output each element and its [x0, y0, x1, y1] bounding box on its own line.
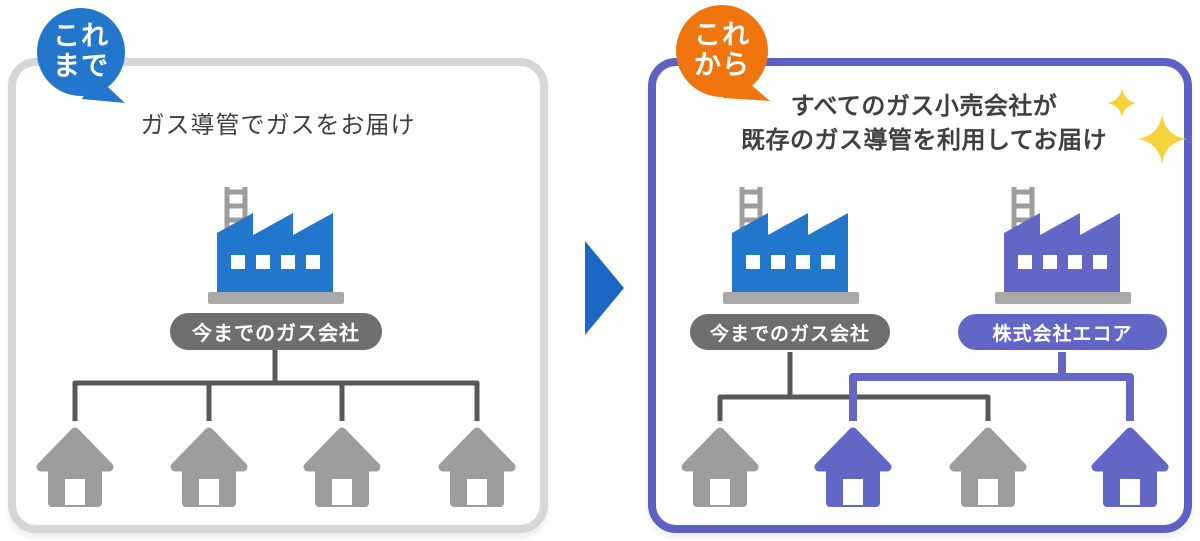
- factory-body: [217, 213, 333, 292]
- company-pill-existing: 今までのガス会社: [690, 314, 890, 350]
- factory-windows: [1018, 255, 1107, 269]
- company-pill-before: 今までのガス会社: [170, 313, 382, 350]
- house-icon: [438, 427, 516, 507]
- ladder-icon: [224, 187, 248, 237]
- factory-icon-before: [208, 187, 344, 304]
- house-icon: [36, 427, 114, 507]
- badge-before: これ まで: [37, 8, 125, 96]
- factory-icon-existing: [723, 187, 859, 304]
- house-icon: [949, 427, 1027, 507]
- house-icon: [303, 427, 381, 507]
- panel-after-title-line1: すべてのガス小売会社が: [790, 93, 1058, 120]
- panel-before-title: ガス導管でガスをお届け: [140, 112, 416, 139]
- factory-icon-ecoa: [995, 187, 1131, 304]
- house-icon: [814, 427, 892, 507]
- house-icon: [1091, 427, 1169, 507]
- factory-body: [1004, 213, 1120, 292]
- company-pill-ecoa: 株式会社エコア: [958, 314, 1167, 350]
- transition-arrow-icon: [585, 241, 624, 335]
- house-icon: [681, 427, 759, 507]
- factory-windows: [231, 255, 320, 269]
- ladder-icon: [1011, 187, 1035, 237]
- factory-base: [995, 292, 1131, 304]
- badge-after: これ から: [676, 5, 768, 97]
- factory-windows: [746, 255, 835, 269]
- panel-after-title: すべてのガス小売会社が 既存のガス導管を利用してお届け: [656, 90, 1192, 158]
- factory-base: [723, 292, 859, 304]
- panel-after-title-line2: 既存のガス導管を利用してお届け: [740, 127, 1108, 154]
- badge-after-line1: これ: [694, 20, 750, 51]
- badge-before-line2: まで: [53, 51, 109, 81]
- factory-base: [208, 292, 344, 304]
- badge-after-line2: から: [694, 50, 750, 80]
- factory-body: [732, 213, 848, 292]
- badge-before-line1: これ: [53, 21, 109, 52]
- house-icon: [170, 427, 248, 507]
- ladder-icon: [739, 187, 763, 237]
